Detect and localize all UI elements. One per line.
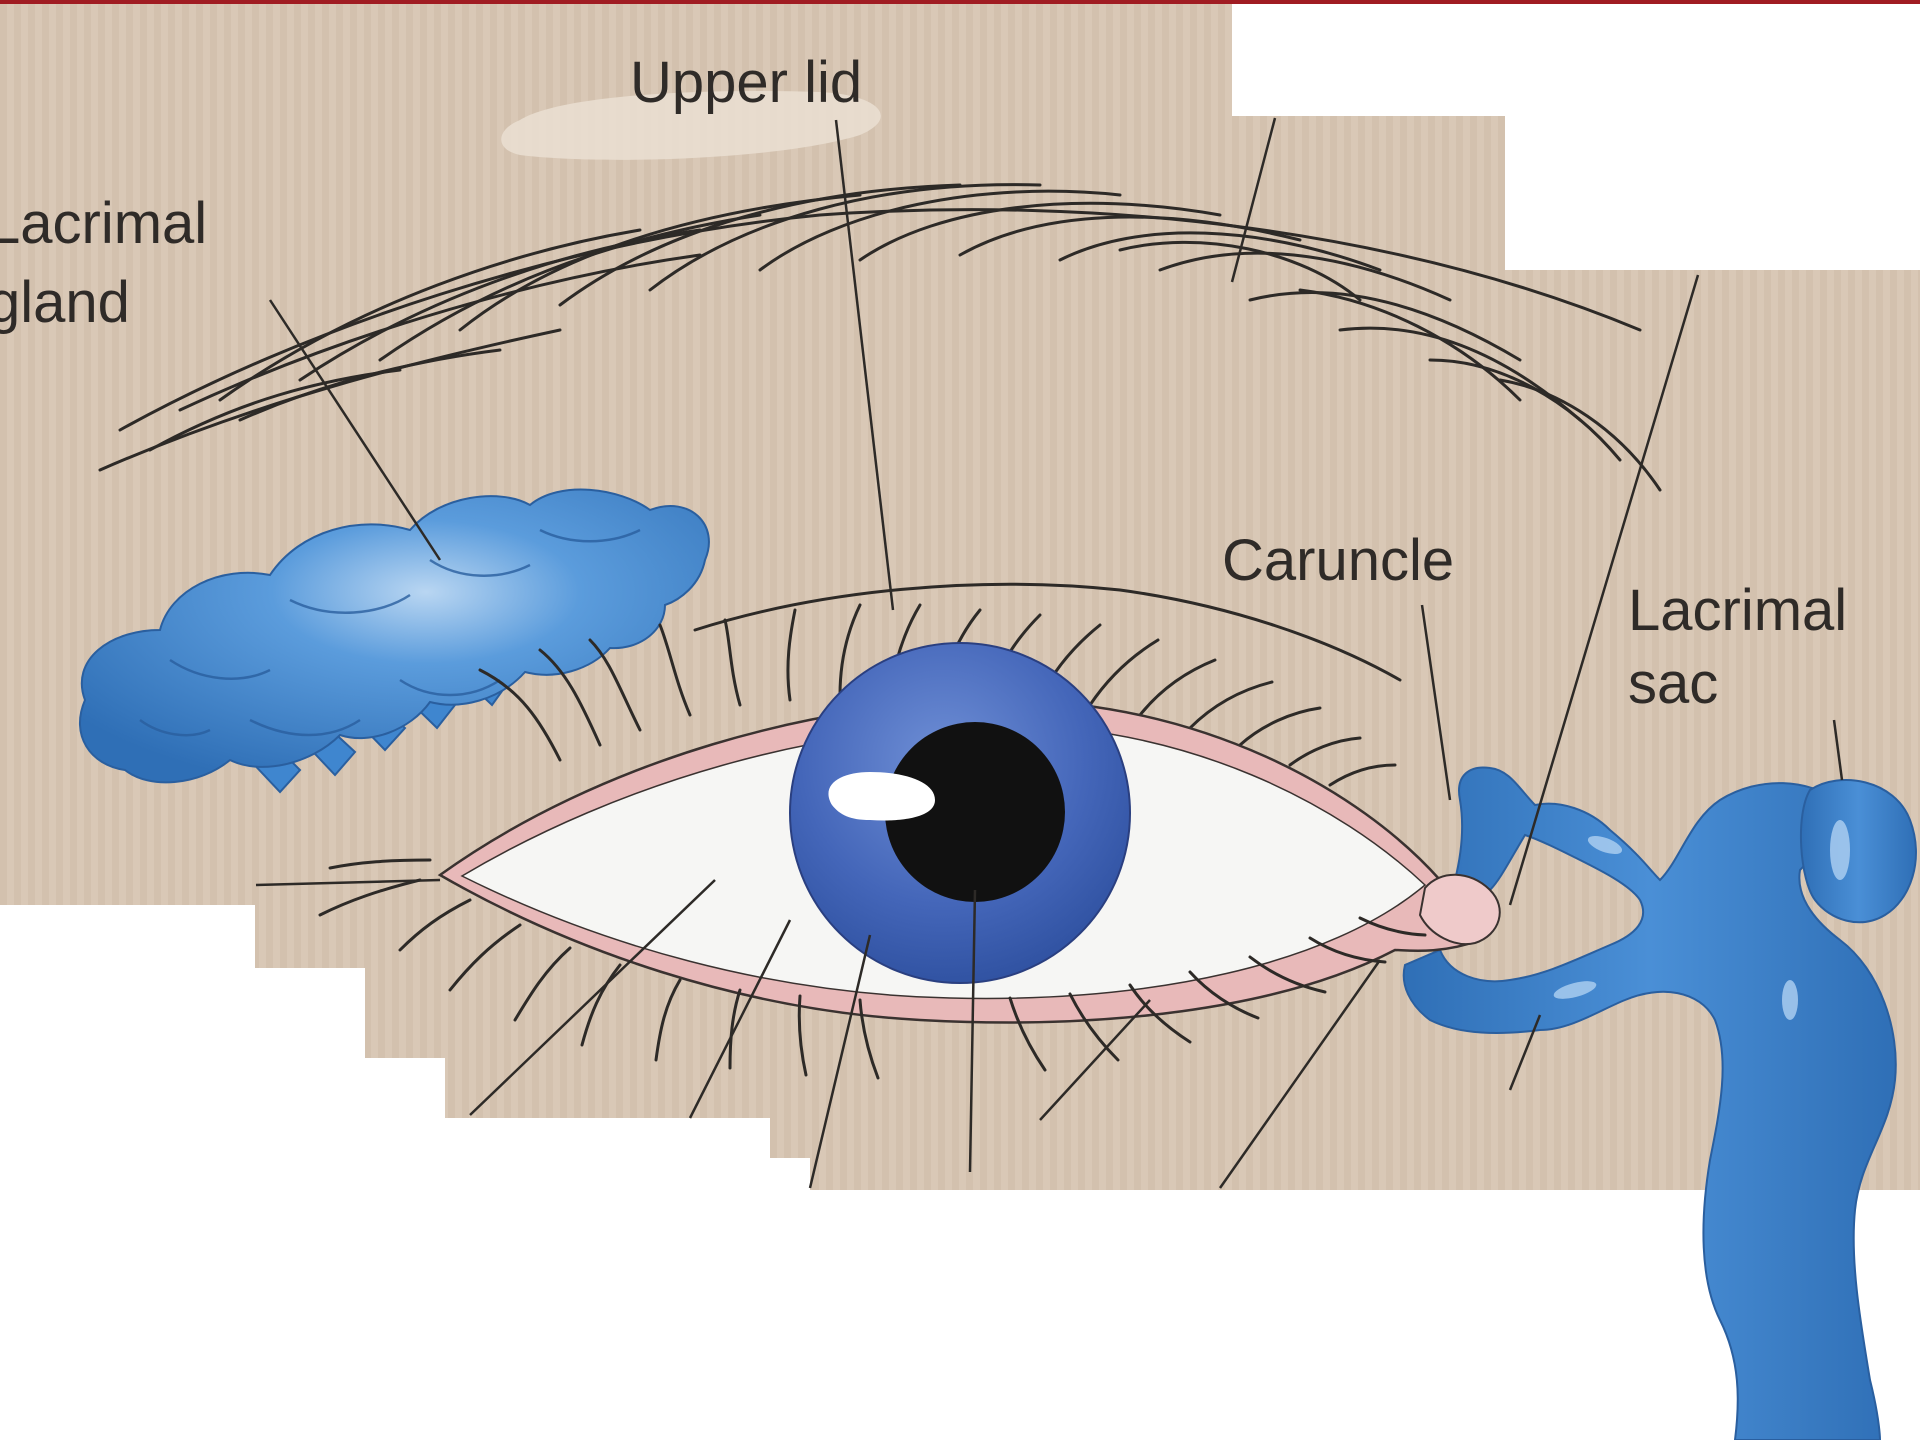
label-caruncle: Caruncle	[1222, 528, 1454, 593]
label-lacrimal-gland-1: Lacrimal	[0, 191, 207, 256]
label-lacrimal-sac-1: Lacrimal	[1628, 578, 1847, 643]
top-bar	[0, 0, 1920, 4]
label-lacrimal-sac-2: sac	[1628, 651, 1718, 716]
label-upper-lid: Upper lid	[630, 50, 862, 115]
label-lacrimal-gland-2: gland	[0, 270, 130, 335]
